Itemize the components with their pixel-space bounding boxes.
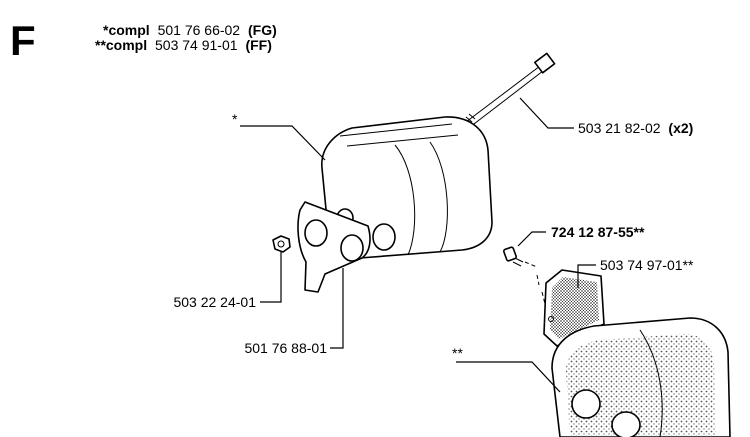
leader-muffler-upper: [240, 125, 326, 161]
bracket-part: [297, 201, 371, 293]
assembly-number-2: 503 74 91-01: [155, 37, 238, 53]
callout-nut: 503 22 24-01: [173, 294, 256, 310]
assembly-code-2: (FF): [245, 37, 271, 53]
leader-bracket: [330, 268, 344, 349]
muffler-lower-part: [551, 317, 731, 437]
leader-bolt: [519, 97, 574, 129]
callout-bracket: 501 76 88-01: [244, 340, 327, 356]
leader-muffler-lower: [456, 361, 561, 393]
callout-muffler-lower: **: [452, 345, 463, 361]
callout-screw: 724 12 87-55**: [551, 224, 645, 240]
assembly-prefix-1: *compl: [103, 22, 150, 38]
assembly-code-1: (FG): [248, 22, 277, 38]
leader-nut: [260, 252, 282, 303]
leader-screen: [577, 264, 596, 288]
bolt-part: [459, 52, 556, 130]
assembly-line-1: *compl 501 76 66-02 (FG): [103, 22, 277, 38]
callout-bolt-qty: (x2): [668, 120, 693, 136]
callout-bolt-number: 503 21 82-02: [578, 120, 661, 136]
assembly-prefix-2: **compl: [95, 37, 147, 53]
assembly-number-1: 501 76 66-02: [158, 22, 241, 38]
screw-part: [503, 246, 552, 323]
section-letter: F: [10, 17, 36, 64]
callout-muffler-upper: *: [232, 111, 238, 127]
callout-screen: 503 74 97-01**: [600, 257, 694, 273]
callout-bolt: 503 21 82-02 (x2): [578, 120, 693, 136]
leader-screw: [517, 231, 546, 247]
assembly-line-2: **compl 503 74 91-01 (FF): [95, 37, 272, 53]
nut-part: [272, 235, 291, 253]
